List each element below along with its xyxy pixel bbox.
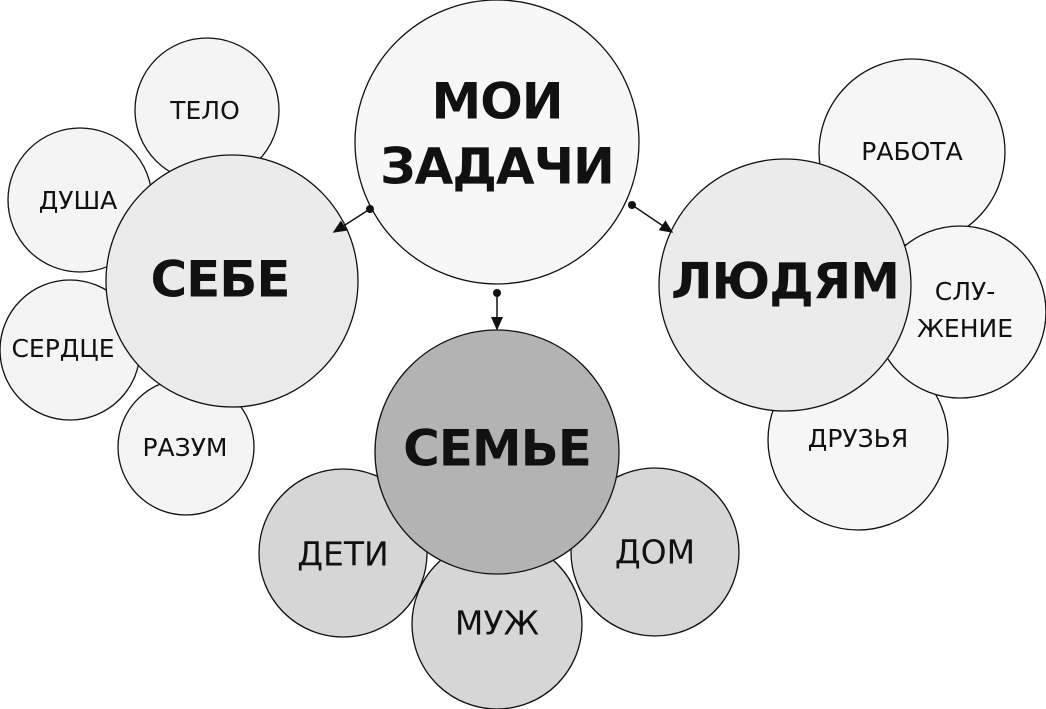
people-title: ЛЮДЯМ	[671, 253, 899, 311]
people-item-service-2: ЖЕНИЕ	[917, 314, 1013, 343]
arrow-to-self	[332, 208, 371, 233]
arrow-dot	[628, 201, 636, 209]
self-item-heart: СЕРДЦЕ	[11, 334, 114, 363]
central-title-line2: ЗАДАЧИ	[380, 138, 614, 196]
self-title: СЕБЕ	[150, 251, 289, 309]
self-item-body: ТЕЛО	[169, 96, 240, 125]
circle-kids	[258, 468, 428, 638]
self-item-soul: ДУША	[39, 186, 118, 215]
family-item-home: ДОМ	[615, 533, 695, 572]
arrows	[332, 201, 674, 331]
circle-central	[354, 0, 640, 285]
central-title-line1: МОИ	[431, 73, 562, 131]
circle-self	[105, 154, 359, 408]
self-item-mind: РАЗУМ	[142, 433, 227, 462]
people-item-work: РАБОТА	[861, 137, 962, 166]
family-item-husband: МУЖ	[455, 604, 539, 643]
family-item-kids: ДЕТИ	[297, 535, 388, 574]
people-item-friends: ДРУЗЬЯ	[808, 424, 908, 453]
arrow-dot	[493, 289, 501, 297]
arrow-dot	[366, 205, 374, 213]
circle-home	[570, 467, 740, 637]
circle-people	[658, 158, 912, 412]
family-title: СЕМЬЕ	[403, 420, 591, 478]
people-item-service-1: СЛУ-	[935, 277, 996, 306]
arrow-to-people	[631, 204, 674, 233]
